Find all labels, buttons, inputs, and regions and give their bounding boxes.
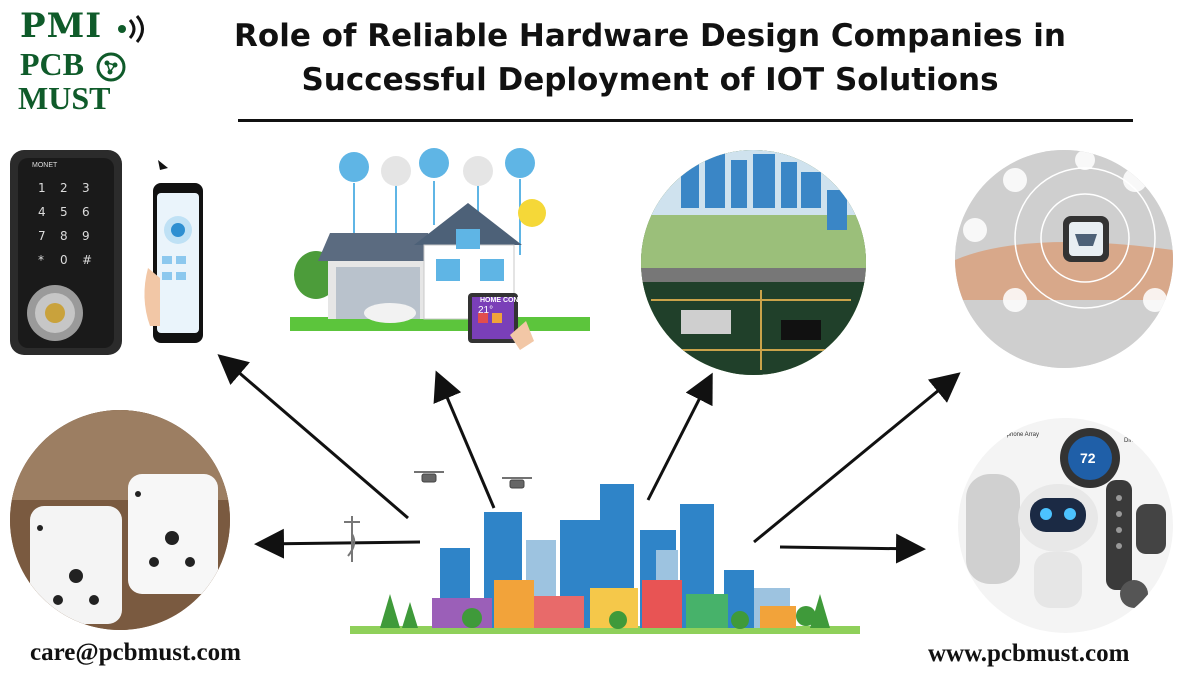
lock-brand-label: MONET (32, 162, 58, 169)
svg-text:8: 8 (60, 229, 68, 243)
arrow-to-smart-lock (217, 354, 409, 520)
signal-waves-icon (118, 15, 144, 43)
arrow-to-smart-devices (779, 533, 926, 564)
svg-text:#: # (82, 253, 92, 267)
svg-text:*: * (38, 253, 44, 267)
smart-devices-image: 72 Microphone Array Direct (958, 418, 1173, 633)
home-temperature-readout: 21° (478, 305, 494, 316)
svg-text:1: 1 (38, 181, 46, 195)
svg-text:6: 6 (82, 205, 90, 219)
svg-text:4: 4 (38, 205, 46, 219)
svg-text:0: 0 (60, 253, 68, 267)
smartwatch-interface-image (955, 150, 1173, 368)
home-control-label: HOME CONTROL (480, 297, 538, 304)
arrow-to-smart-plugs (254, 528, 421, 559)
svg-text:5: 5 (60, 205, 68, 219)
smart-plugs-image (10, 410, 230, 630)
svg-text:3: 3 (82, 181, 90, 195)
title-line-1: Role of Reliable Hardware Design Compani… (234, 18, 1066, 54)
svg-text:2: 2 (60, 181, 68, 195)
logo-text-pcb: PCB (20, 46, 84, 82)
website-url[interactable]: www.pcbmust.com (928, 640, 1130, 667)
direct-label: Direct (1124, 438, 1140, 444)
page-title: Role of Reliable Hardware Design Compani… (200, 14, 1100, 102)
arrow-to-smart-home (433, 370, 496, 509)
smart-city-skyline-image (350, 470, 860, 640)
title-line-2: Successful Deployment of IOT Solutions (301, 62, 999, 98)
arrow-to-smartwatch (753, 372, 961, 544)
utility-pole-icon (344, 516, 360, 562)
logo-text-pmi: PMI (20, 6, 103, 46)
pcbmust-logo: PMI PCB MUST (12, 6, 162, 116)
smart-home-image: HOME CONTROL 21° (290, 145, 590, 355)
logo-text-must: MUST (18, 80, 111, 116)
arrow-to-smart-city (646, 372, 713, 501)
brain-circuit-icon (96, 52, 126, 82)
title-underline (238, 119, 1133, 122)
svg-text:7: 7 (38, 229, 46, 243)
svg-text:9: 9 (82, 229, 90, 243)
thermostat-readout: 72 (1080, 450, 1096, 466)
microphone-array-label: Microphone Array (992, 432, 1040, 438)
contact-email[interactable]: care@pcbmust.com (30, 639, 241, 666)
